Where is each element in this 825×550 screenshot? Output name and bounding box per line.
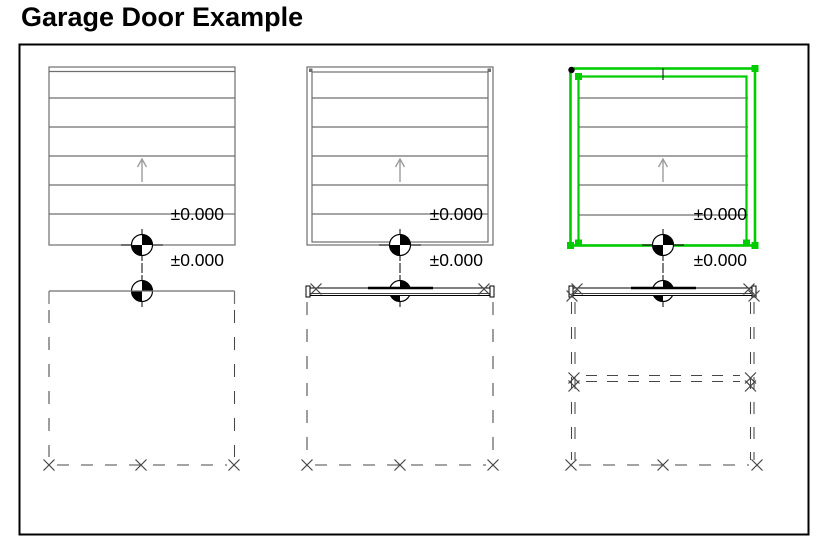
door-3-level-label-bottom: ±0.000 xyxy=(694,250,748,270)
garage-door-2[interactable]: ±0.000 ±0.000 xyxy=(300,66,500,472)
door-3-ref-x-left xyxy=(564,458,578,472)
door-3-origin-point[interactable] xyxy=(568,66,575,74)
door-1-panel-lines xyxy=(49,70,235,215)
door-2-datum-symbol-top xyxy=(378,228,422,262)
door-1-opening-dashed-outline xyxy=(48,310,236,466)
door-1-datum-symbol-top xyxy=(120,228,164,262)
door-1-level-label-top: ±0.000 xyxy=(171,204,225,224)
door-2-frame-block-left xyxy=(309,68,313,72)
door-1-level-label-bottom: ±0.000 xyxy=(171,250,225,270)
door-2-ref-x-right xyxy=(486,458,500,472)
door-2-opening-dashed-outline xyxy=(306,302,494,466)
door-3-opening-arrow-icon xyxy=(657,158,669,183)
door-2-opening-arrow-icon xyxy=(394,158,406,183)
door-1-ref-x-right xyxy=(227,458,241,472)
door-2-elevation[interactable] xyxy=(306,66,494,246)
garage-door-3-selected[interactable]: ±0.000 ±0.000 xyxy=(564,65,764,472)
door-3-datum-symbol-top xyxy=(641,228,685,262)
door-2-plan[interactable] xyxy=(300,282,500,472)
door-3-level-label-top: ±0.000 xyxy=(694,204,748,224)
door-1-plan[interactable] xyxy=(42,290,241,472)
garage-door-1[interactable]: ±0.000 ±0.000 xyxy=(42,66,241,472)
door-2-panel-lines xyxy=(312,97,488,215)
sheet-border xyxy=(18,43,810,536)
door-3-ref-x-right xyxy=(750,458,764,472)
door-2-level-label-top: ±0.000 xyxy=(430,204,484,224)
door-3-selection-grips[interactable] xyxy=(567,65,759,249)
door-3-track-dashed-lines xyxy=(570,302,755,460)
page-title: Garage Door Example xyxy=(21,2,304,32)
door-2-plan-jamb-right xyxy=(489,285,495,298)
door-1-opening-arrow-icon xyxy=(136,158,148,183)
door-2-level-label-bottom: ±0.000 xyxy=(430,250,484,270)
door-1-ref-x-left xyxy=(42,458,56,472)
door-2-ref-x-left xyxy=(300,458,314,472)
door-3-open-x-left-bottom xyxy=(567,379,581,393)
door-2-frame-block-right xyxy=(487,68,491,72)
door-2-plan-jamb-left xyxy=(305,285,311,298)
door-3-open-position-dashed xyxy=(586,374,740,383)
door-3-plan[interactable] xyxy=(564,282,764,472)
